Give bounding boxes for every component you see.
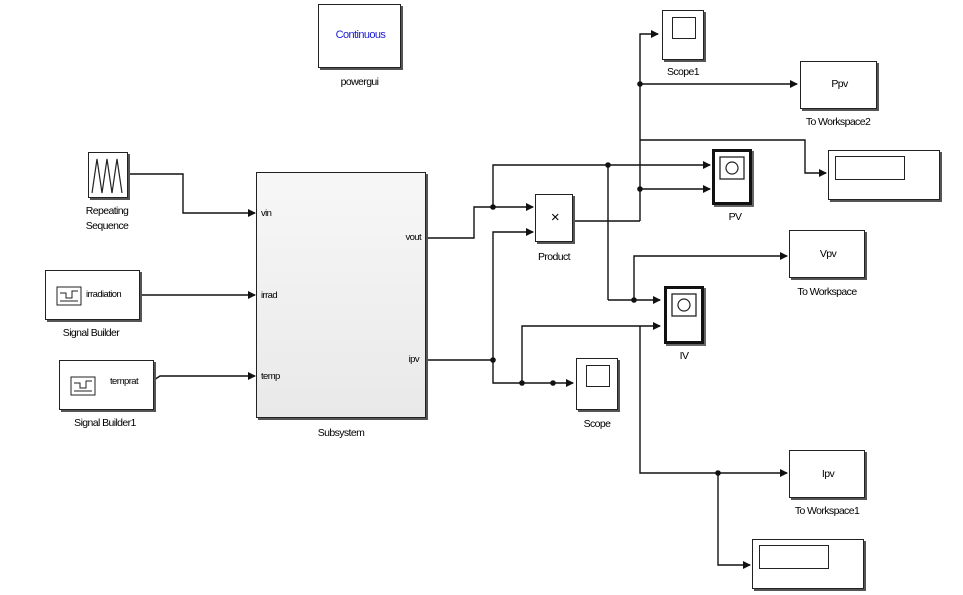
signal-builder-block[interactable]: irradiation xyxy=(45,270,140,320)
junction-dot xyxy=(637,186,643,192)
product-block[interactable]: × xyxy=(535,194,573,242)
wire-to-ipv-display[interactable] xyxy=(717,473,751,569)
multiply-icon: × xyxy=(550,209,560,226)
scope-label: Scope xyxy=(583,418,611,430)
subsystem-inport-temp: temp xyxy=(261,371,280,382)
wire-ipv-to-scope[interactable] xyxy=(492,360,574,387)
scope-icon xyxy=(671,293,697,317)
signal-builder-icon xyxy=(56,286,82,306)
signal-builder-label: Signal Builder xyxy=(62,327,120,339)
display-block[interactable] xyxy=(828,150,940,200)
junction-dot xyxy=(490,204,496,210)
wire-vout[interactable] xyxy=(426,206,493,239)
wire-product-to-scope1[interactable] xyxy=(639,30,659,221)
scope1-block[interactable] xyxy=(662,10,704,60)
ipv-variable-name: Ipv xyxy=(821,468,835,480)
junction-dot xyxy=(605,162,611,168)
signal-builder1-block[interactable]: temprat xyxy=(59,360,154,410)
wire-repeating-to-vin[interactable] xyxy=(130,173,256,217)
subsystem-block[interactable]: vin irrad temp vout ipv xyxy=(256,172,426,418)
wire-to-vpv[interactable] xyxy=(633,252,788,300)
junction-dot xyxy=(490,357,496,363)
to-workspace1-block[interactable]: Ipv xyxy=(789,450,865,498)
signal-builder1-label: Signal Builder1 xyxy=(74,417,136,429)
junction-dot xyxy=(715,470,721,476)
subsystem-inport-irrad: irrad xyxy=(261,290,278,301)
pv-scope-label: PV xyxy=(728,211,742,223)
wire-to-ipv[interactable] xyxy=(639,326,788,477)
product-label: Product xyxy=(538,251,571,263)
sawtooth-icon xyxy=(91,158,123,194)
subsystem-outport-vout: vout xyxy=(405,232,421,243)
wire-product-to-display[interactable] xyxy=(640,139,827,177)
wire-signalbuilder1-to-temp[interactable] xyxy=(153,372,256,381)
signal-builder-icon xyxy=(70,376,96,396)
repeating-sequence-block[interactable] xyxy=(88,152,128,198)
wire-ipv-up[interactable] xyxy=(521,322,661,383)
junction-dot xyxy=(519,380,525,386)
subsystem-outport-ipv: ipv xyxy=(408,354,420,365)
to-workspace2-label: To Workspace2 xyxy=(805,116,871,128)
display-block[interactable] xyxy=(752,539,864,589)
repeating-sequence-label: Repeating Sequence xyxy=(85,205,129,232)
wire-vout-up[interactable] xyxy=(492,164,608,207)
scope-screen-icon xyxy=(672,17,696,39)
display-value-field xyxy=(759,545,829,569)
iv-scope-label: IV xyxy=(679,350,689,362)
scope-screen-icon xyxy=(586,365,610,387)
wire-ipv-to-product[interactable] xyxy=(492,228,534,360)
vpv-variable-name: Vpv xyxy=(819,248,837,260)
scope1-label: Scope1 xyxy=(666,66,700,78)
junction-dot xyxy=(550,380,556,386)
to-workspace2-block[interactable]: Ppv xyxy=(800,61,877,109)
powergui-label: powergui xyxy=(340,76,379,88)
powergui-mode-label: Continuous xyxy=(335,29,386,41)
signal-builder-output-port: irradiation xyxy=(86,289,122,300)
to-workspace-block[interactable]: Vpv xyxy=(789,230,865,278)
scope-block[interactable] xyxy=(576,358,618,410)
powergui-block[interactable]: Continuous xyxy=(318,4,401,68)
display-value-field xyxy=(835,156,905,180)
subsystem-label: Subsystem xyxy=(317,427,365,439)
ppv-variable-name: Ppv xyxy=(831,78,848,90)
to-workspace-label: To Workspace xyxy=(797,286,857,298)
signal-builder1-output-port: temprat xyxy=(110,376,139,387)
scope-icon xyxy=(719,156,745,180)
to-workspace1-label: To Workspace1 xyxy=(794,505,860,517)
junction-dot xyxy=(631,297,637,303)
pv-scope-block[interactable] xyxy=(712,149,752,205)
subsystem-inport-vin: vin xyxy=(261,208,272,219)
junction-dot xyxy=(637,81,643,87)
iv-scope-block[interactable] xyxy=(664,286,704,344)
